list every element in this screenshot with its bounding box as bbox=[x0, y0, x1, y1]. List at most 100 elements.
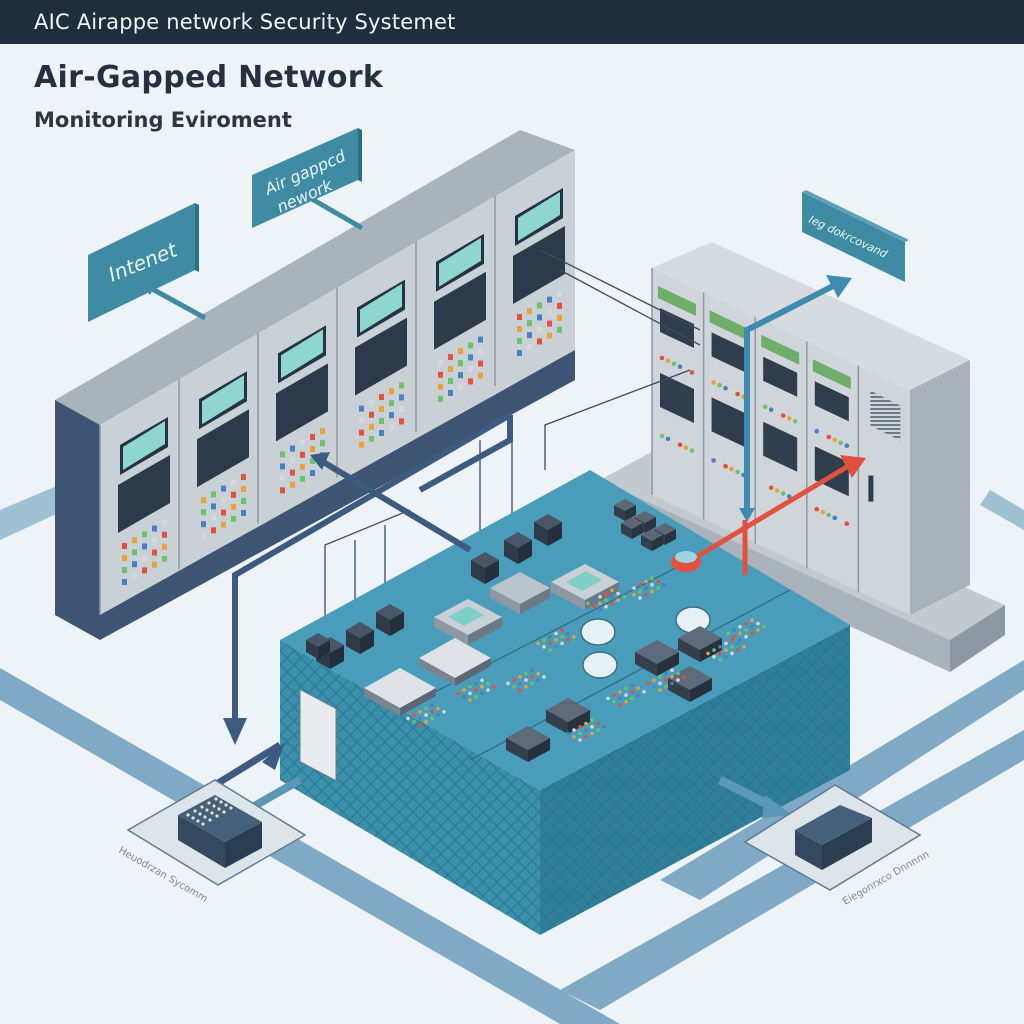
cabinet-button[interactable] bbox=[310, 458, 315, 464]
cabinet-button[interactable] bbox=[389, 400, 394, 407]
button-panel[interactable] bbox=[419, 638, 491, 686]
cabinet-button[interactable] bbox=[280, 451, 285, 458]
cabinet-button[interactable] bbox=[201, 497, 206, 504]
cabinet-button[interactable] bbox=[221, 509, 226, 516]
cabinet-button[interactable] bbox=[399, 382, 404, 389]
cabinet-button[interactable] bbox=[162, 519, 167, 526]
cabinet-button[interactable] bbox=[468, 366, 473, 373]
cabinet-button[interactable] bbox=[162, 531, 167, 538]
server-rack[interactable] bbox=[702, 292, 748, 520]
relay-module[interactable] bbox=[346, 622, 374, 654]
cabinet-button[interactable] bbox=[399, 418, 404, 425]
cabinet-button[interactable] bbox=[241, 498, 246, 504]
cabinet-button[interactable] bbox=[132, 549, 137, 556]
cabinet-button[interactable] bbox=[517, 338, 522, 344]
relay-module[interactable] bbox=[471, 552, 499, 584]
io-module[interactable] bbox=[546, 698, 590, 734]
cabinet-button[interactable] bbox=[379, 418, 384, 424]
cabinet-button[interactable] bbox=[458, 348, 463, 355]
control-cabinet[interactable] bbox=[494, 188, 565, 386]
cabinet-button[interactable] bbox=[557, 290, 562, 297]
cabinet-button[interactable] bbox=[280, 463, 285, 470]
switch-module[interactable] bbox=[641, 529, 663, 551]
cabinet-button[interactable] bbox=[221, 485, 226, 492]
cabinet-button[interactable] bbox=[369, 399, 374, 406]
cabinet-button[interactable] bbox=[300, 463, 305, 470]
cabinet-button[interactable] bbox=[201, 509, 206, 516]
cabinet-button[interactable] bbox=[241, 486, 246, 492]
rack-door-handle[interactable] bbox=[868, 475, 874, 502]
cabinet-button[interactable] bbox=[537, 314, 542, 321]
io-module[interactable] bbox=[506, 726, 550, 762]
cabinet-button[interactable] bbox=[290, 457, 295, 464]
cabinet-button[interactable] bbox=[547, 320, 552, 327]
cabinet-button[interactable] bbox=[231, 479, 236, 486]
cabinet-button[interactable] bbox=[211, 515, 216, 522]
relay-module[interactable] bbox=[504, 532, 532, 564]
cabinet-button[interactable] bbox=[152, 561, 157, 568]
console-terminal[interactable] bbox=[490, 572, 550, 614]
control-cabinet[interactable] bbox=[178, 371, 249, 570]
cabinet-button[interactable] bbox=[359, 417, 364, 424]
cabinet-button[interactable] bbox=[389, 388, 394, 395]
cabinet-button[interactable] bbox=[221, 521, 226, 528]
cabinet-button[interactable] bbox=[142, 567, 147, 574]
internet-sign[interactable]: Intenet bbox=[88, 203, 207, 322]
console-screen-unit[interactable] bbox=[434, 599, 502, 645]
console-gauge[interactable] bbox=[580, 618, 616, 646]
cabinet-button[interactable] bbox=[162, 543, 167, 550]
cabinet-button[interactable] bbox=[359, 405, 364, 412]
control-cabinet[interactable] bbox=[415, 233, 486, 432]
switch-module[interactable] bbox=[614, 499, 636, 521]
cabinet-button[interactable] bbox=[231, 491, 236, 498]
cabinet-button[interactable] bbox=[458, 372, 463, 379]
cabinet-button[interactable] bbox=[310, 434, 315, 440]
cabinet-button[interactable] bbox=[389, 424, 394, 431]
cabinet-button[interactable] bbox=[537, 326, 542, 333]
server-rack[interactable] bbox=[754, 316, 800, 544]
cabinet-button[interactable] bbox=[537, 338, 542, 345]
cabinet-button[interactable] bbox=[132, 561, 137, 568]
cabinet-button[interactable] bbox=[438, 359, 443, 366]
relay-module[interactable] bbox=[306, 633, 330, 659]
cabinet-button[interactable] bbox=[557, 326, 562, 333]
cabinet-button[interactable] bbox=[231, 503, 236, 510]
cabinet-button[interactable] bbox=[547, 296, 552, 303]
cabinet-button[interactable] bbox=[527, 308, 532, 315]
cabinet-button[interactable] bbox=[142, 555, 147, 562]
console-screen-unit[interactable] bbox=[551, 564, 619, 610]
cabinet-button[interactable] bbox=[152, 537, 157, 544]
cabinet-button[interactable] bbox=[369, 411, 374, 418]
cabinet-button[interactable] bbox=[517, 314, 522, 320]
cabinet-button[interactable] bbox=[537, 302, 542, 309]
cabinet-button[interactable] bbox=[557, 302, 562, 309]
cabinet-button[interactable] bbox=[369, 423, 374, 430]
cabinet-button[interactable] bbox=[448, 390, 453, 396]
cabinet-button[interactable] bbox=[547, 332, 552, 339]
io-module[interactable] bbox=[635, 640, 679, 676]
cabinet-button[interactable] bbox=[231, 515, 236, 522]
cabinet-button[interactable] bbox=[221, 497, 226, 504]
cabinet-button[interactable] bbox=[241, 474, 246, 480]
cabinet-button[interactable] bbox=[162, 555, 167, 562]
server-rack[interactable] bbox=[857, 365, 901, 593]
cabinet-button[interactable] bbox=[300, 451, 305, 458]
cabinet-button[interactable] bbox=[359, 429, 364, 436]
right-sign[interactable]: Ieg dokrcovand bbox=[802, 190, 909, 282]
button-panel[interactable] bbox=[364, 668, 436, 716]
server-rack[interactable] bbox=[651, 268, 696, 495]
cabinet-button[interactable] bbox=[300, 439, 305, 446]
console-side-panel[interactable] bbox=[299, 688, 337, 782]
cabinet-button[interactable] bbox=[379, 394, 384, 400]
cabinet-button[interactable] bbox=[527, 332, 532, 339]
cabinet-button[interactable] bbox=[458, 384, 463, 391]
air-gapped-sign[interactable]: Air gappcd nework bbox=[252, 128, 364, 231]
cabinet-button[interactable] bbox=[557, 314, 562, 321]
relay-module[interactable] bbox=[376, 604, 404, 636]
control-cabinet[interactable] bbox=[99, 417, 170, 615]
cabinet-button[interactable] bbox=[152, 549, 157, 556]
control-cabinet[interactable] bbox=[257, 325, 328, 524]
cabinet-button[interactable] bbox=[527, 344, 532, 351]
cabinet-button[interactable] bbox=[211, 527, 216, 534]
cabinet-button[interactable] bbox=[379, 406, 384, 412]
